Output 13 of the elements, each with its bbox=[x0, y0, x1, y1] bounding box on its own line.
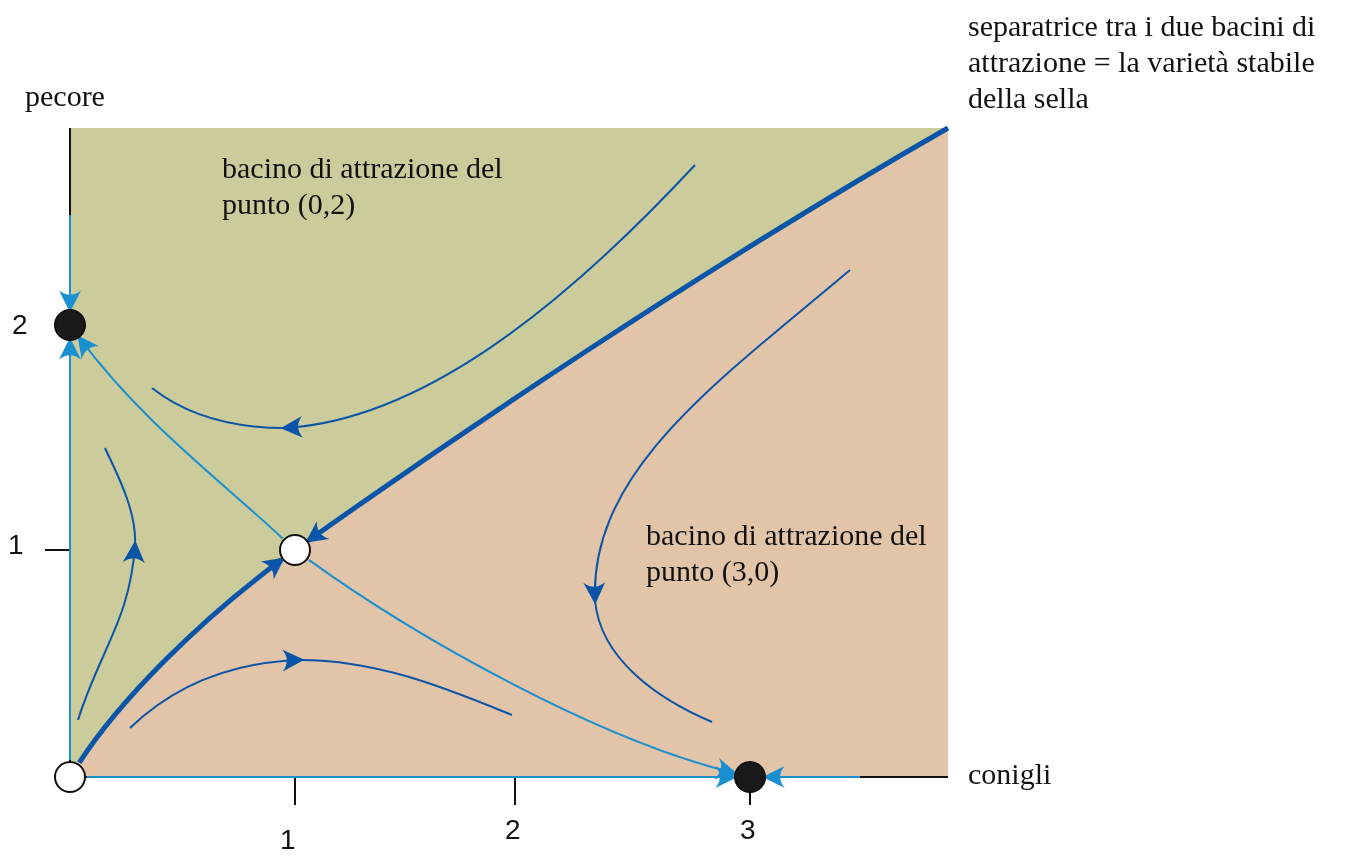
region-label: bacino di attrazione del punto (0,2) bbox=[222, 150, 504, 222]
axis-note: separatrice tra i due bacini di attrazione = la varietà stabile della sella bbox=[968, 8, 1317, 116]
tick-label: 1 bbox=[280, 823, 296, 857]
axis-title: conigli bbox=[968, 756, 1052, 792]
tick-label: 3 bbox=[740, 813, 756, 847]
filled-point-marker bbox=[734, 761, 766, 793]
axis-title: pecore bbox=[25, 78, 105, 114]
filled-point-marker bbox=[54, 309, 86, 341]
tick-label: 2 bbox=[505, 813, 521, 847]
tick-label: 2 bbox=[12, 308, 28, 342]
open-point-marker bbox=[54, 761, 86, 793]
tick-label: 1 bbox=[8, 528, 24, 562]
region-label: bacino di attrazione del punto (3,0) bbox=[646, 517, 928, 589]
